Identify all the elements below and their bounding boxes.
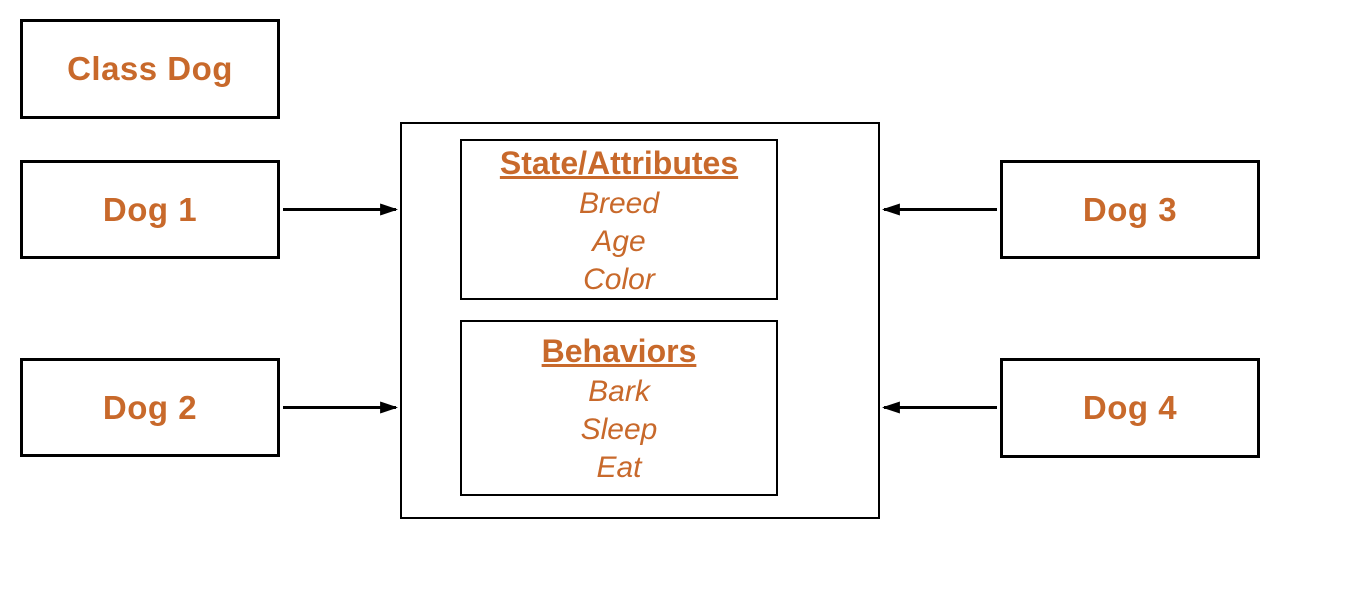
class-members-container: State/Attributes Breed Age Color Behavio… xyxy=(400,122,880,519)
state-attributes-title: State/Attributes xyxy=(499,144,739,181)
attribute-item: Color xyxy=(583,262,655,296)
attribute-item: Age xyxy=(592,224,646,258)
dog4-box: Dog 4 xyxy=(1000,358,1260,458)
dog4-label: Dog 4 xyxy=(1082,389,1178,426)
behavior-item: Bark xyxy=(588,375,650,408)
class-dog-label: Class Dog xyxy=(67,50,233,87)
behavior-item: Eat xyxy=(596,451,642,484)
dog2-box: Dog 2 xyxy=(20,358,280,457)
class-dog-box: Class Dog xyxy=(20,19,280,119)
dog3-box: Dog 3 xyxy=(1000,160,1260,259)
dog1-box: Dog 1 xyxy=(20,160,280,259)
behaviors-box: Behaviors Bark Sleep Eat xyxy=(460,320,778,496)
behaviors-title: Behaviors xyxy=(541,333,697,369)
dog1-label: Dog 1 xyxy=(102,190,198,228)
behavior-item: Sleep xyxy=(580,413,658,446)
dog3-label: Dog 3 xyxy=(1082,190,1178,228)
state-attributes-box: State/Attributes Breed Age Color xyxy=(460,139,778,300)
attribute-item: Breed xyxy=(578,186,660,220)
dog2-label: Dog 2 xyxy=(102,388,198,426)
